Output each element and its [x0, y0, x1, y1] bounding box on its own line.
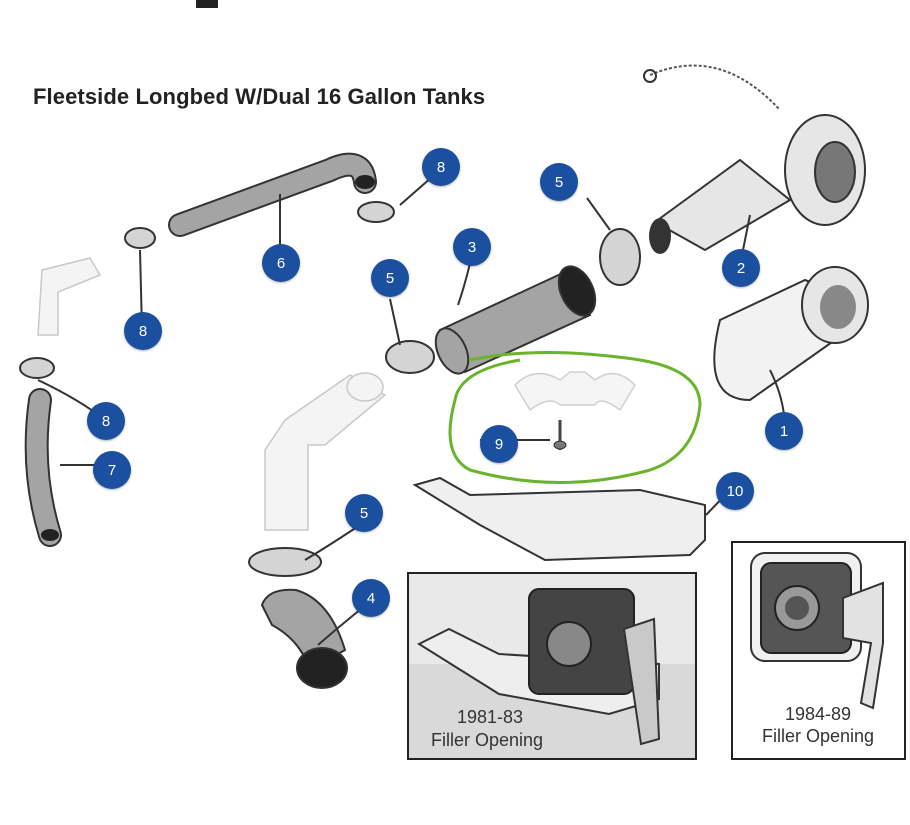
part-6-hose [168, 152, 377, 237]
diagram-title: Fleetside Longbed W/Dual 16 Gallon Tanks [33, 84, 486, 109]
inset-1984-89-art [750, 552, 884, 710]
part-1-filler-elbow [713, 266, 869, 402]
callout-5-lower: 5 [345, 494, 383, 532]
part-4-elbow [260, 588, 348, 689]
clamp-icons [19, 201, 641, 577]
inset-1981-83-year: 1981-83 [456, 707, 524, 727]
part-9-clip [514, 371, 636, 450]
inset-1981-83-art [409, 574, 695, 746]
part-2-filler-neck [643, 64, 866, 254]
callout-8-lower: 8 [87, 402, 125, 440]
callout-6: 6 [262, 244, 300, 282]
callout-5-top: 5 [540, 163, 578, 201]
inset-1981-83-label: Filler Opening [430, 730, 544, 750]
part-3-tube [434, 265, 597, 375]
ghost-pipe-center [264, 372, 387, 531]
callout-10: 10 [716, 472, 754, 510]
inset-1984-89-label: Filler Opening [761, 726, 875, 746]
ghost-pipe-left [37, 257, 102, 336]
highlight-circle [448, 351, 702, 484]
callout-5-middle: 5 [371, 259, 409, 297]
callout-3: 3 [453, 228, 491, 266]
callout-9: 9 [480, 425, 518, 463]
callout-1: 1 [765, 412, 803, 450]
part-7-hose [24, 388, 62, 547]
inset-1984-89-year: 1984-89 [784, 704, 852, 724]
callout-8-left: 8 [124, 312, 162, 350]
callout-8-top: 8 [422, 148, 460, 186]
callout-4: 4 [352, 579, 390, 617]
inset-1984-89: 1984-89 Filler Opening [731, 541, 906, 760]
callout-7: 7 [93, 451, 131, 489]
inset-1981-83: 1981-83 Filler Opening [407, 572, 697, 760]
cropped-heading-fragment [196, 0, 218, 8]
callout-2: 2 [722, 249, 760, 287]
part-10-bracket [412, 476, 706, 562]
